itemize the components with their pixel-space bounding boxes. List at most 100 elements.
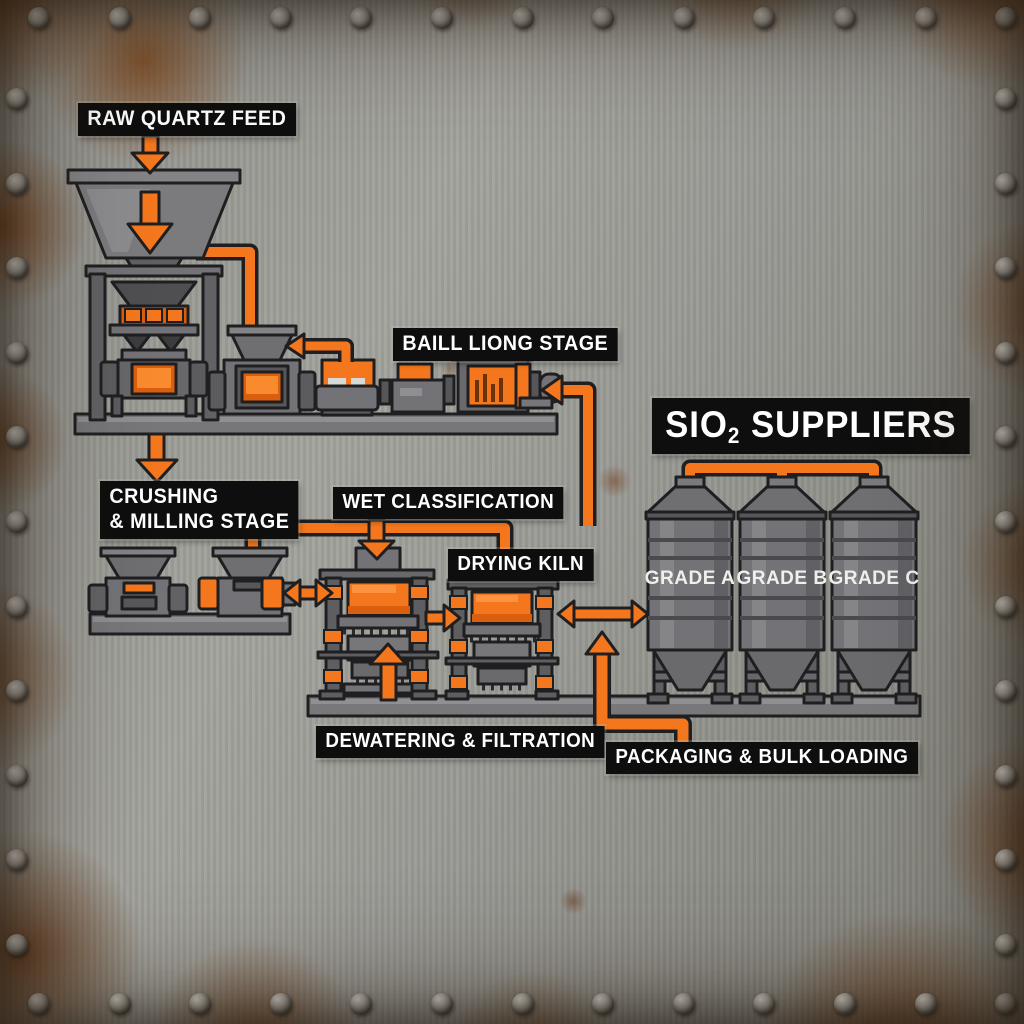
silo-roof-cone (646, 484, 734, 514)
silo-grade-a: GRADE A (644, 475, 736, 705)
rivet (6, 88, 28, 110)
rivet (995, 257, 1017, 280)
rivet (995, 172, 1017, 195)
arrow-classifier-to-kiln-right (424, 603, 462, 633)
arrow-into-millrow-left (540, 374, 564, 406)
arrow-into-mill-left (284, 332, 354, 362)
rivet (269, 7, 292, 29)
rivet (6, 511, 28, 533)
wet-classification-tower (316, 546, 440, 701)
rivet (914, 7, 937, 29)
rivet (6, 341, 28, 364)
pipe-crusher-to-mill (196, 243, 259, 330)
arrow-crusher-classifier-bidirectional (282, 578, 334, 608)
rivet (6, 764, 28, 787)
arrow-raw-feed-down (130, 134, 170, 175)
rivet (108, 993, 131, 1015)
jaw-plate (122, 333, 152, 354)
label-ball-milling-stage: BAILL LIONG STAGE (393, 328, 618, 361)
label-dewatering-filtration: DEWATERING & FILTRATION (316, 726, 605, 758)
ball-mill-mid (390, 362, 456, 414)
silo-label: GRADE B (736, 568, 827, 589)
hopper-mill (207, 324, 317, 416)
silo-roof-cone (738, 484, 826, 514)
rivet (108, 7, 131, 29)
rivet (995, 7, 1018, 29)
crusher-orange-drum (260, 576, 285, 611)
silo-grade-c: GRADE C (828, 475, 920, 705)
label-sio2-suppliers: SIO2 SUPPLIERS (652, 398, 970, 454)
frame-post (88, 272, 107, 422)
label-raw-quartz-feed: RAW QUARTZ FEED (78, 103, 296, 136)
mill-hopper (230, 333, 294, 362)
rivet (753, 993, 776, 1015)
small-crusher-a (87, 546, 189, 618)
rivet (995, 595, 1017, 618)
arrow-to-wet-classifier-down (357, 518, 396, 561)
subscript-2: 2 (727, 423, 741, 448)
post-clamps (449, 595, 554, 690)
rivet (995, 993, 1018, 1015)
silo-grade-b: GRADE B (736, 475, 828, 705)
rivet (995, 680, 1017, 703)
arrow-to-crushing-down (135, 432, 179, 484)
ball-mill-small (314, 358, 392, 417)
pipe-kiln-to-millrow (562, 381, 597, 526)
label-crushing-milling-stage: CRUSHING & MILLING STAGE (100, 481, 299, 539)
rivet (269, 993, 292, 1015)
arrow-kiln-silo-bidirectional (556, 599, 650, 629)
rivet (995, 764, 1017, 787)
silo-cap (858, 475, 890, 489)
arrow-dewatering-up (368, 642, 408, 702)
jaw-crusher (66, 168, 242, 422)
label-packaging-bulk-loading: PACKAGING & BULK LOADING (606, 742, 918, 774)
small-crusher-b (197, 546, 297, 618)
rivet (672, 7, 695, 29)
rivet (834, 993, 856, 1015)
rivet (28, 7, 50, 29)
rivet (995, 934, 1017, 956)
rivet (592, 993, 615, 1015)
arrow-hopper-down (126, 190, 174, 255)
bottom-platform (306, 694, 922, 718)
rivet (6, 849, 28, 872)
rivet (431, 993, 453, 1015)
rivet (592, 7, 615, 29)
rivet (834, 7, 856, 29)
arrow-packaging-elbow-up (584, 630, 692, 744)
rivet (6, 680, 28, 703)
rivet (6, 257, 28, 280)
silo-label: GRADE C (828, 568, 919, 589)
rivet (914, 993, 937, 1015)
rivet (6, 934, 28, 956)
rivet (189, 993, 212, 1015)
rivet (431, 7, 453, 29)
rivet (6, 426, 28, 449)
rivet (189, 7, 212, 29)
rivet (995, 426, 1017, 449)
silo-cap (766, 475, 798, 489)
label-drying-kiln: DRYING KILN (448, 549, 594, 581)
crusher-orange-slot (122, 581, 156, 595)
label-wet-classification: WET CLASSIFICATION (333, 487, 564, 519)
rivet (511, 993, 534, 1015)
rivet (995, 849, 1017, 872)
rivet (995, 511, 1017, 533)
jaw-plate (156, 333, 186, 354)
rivet (28, 993, 50, 1015)
rivet (753, 7, 776, 29)
silo-roof-cone (830, 484, 918, 514)
silo-cap (674, 475, 706, 489)
silo-label: GRADE A (645, 568, 735, 589)
rivet (672, 993, 695, 1015)
crusher-orange-drum (197, 576, 220, 611)
small-crusher-platform (88, 612, 292, 636)
rivet (6, 172, 28, 195)
rivet (350, 7, 373, 29)
rivet (511, 7, 534, 29)
mill-row-platform (73, 412, 559, 436)
rivet (995, 88, 1017, 110)
rivet (995, 341, 1017, 364)
